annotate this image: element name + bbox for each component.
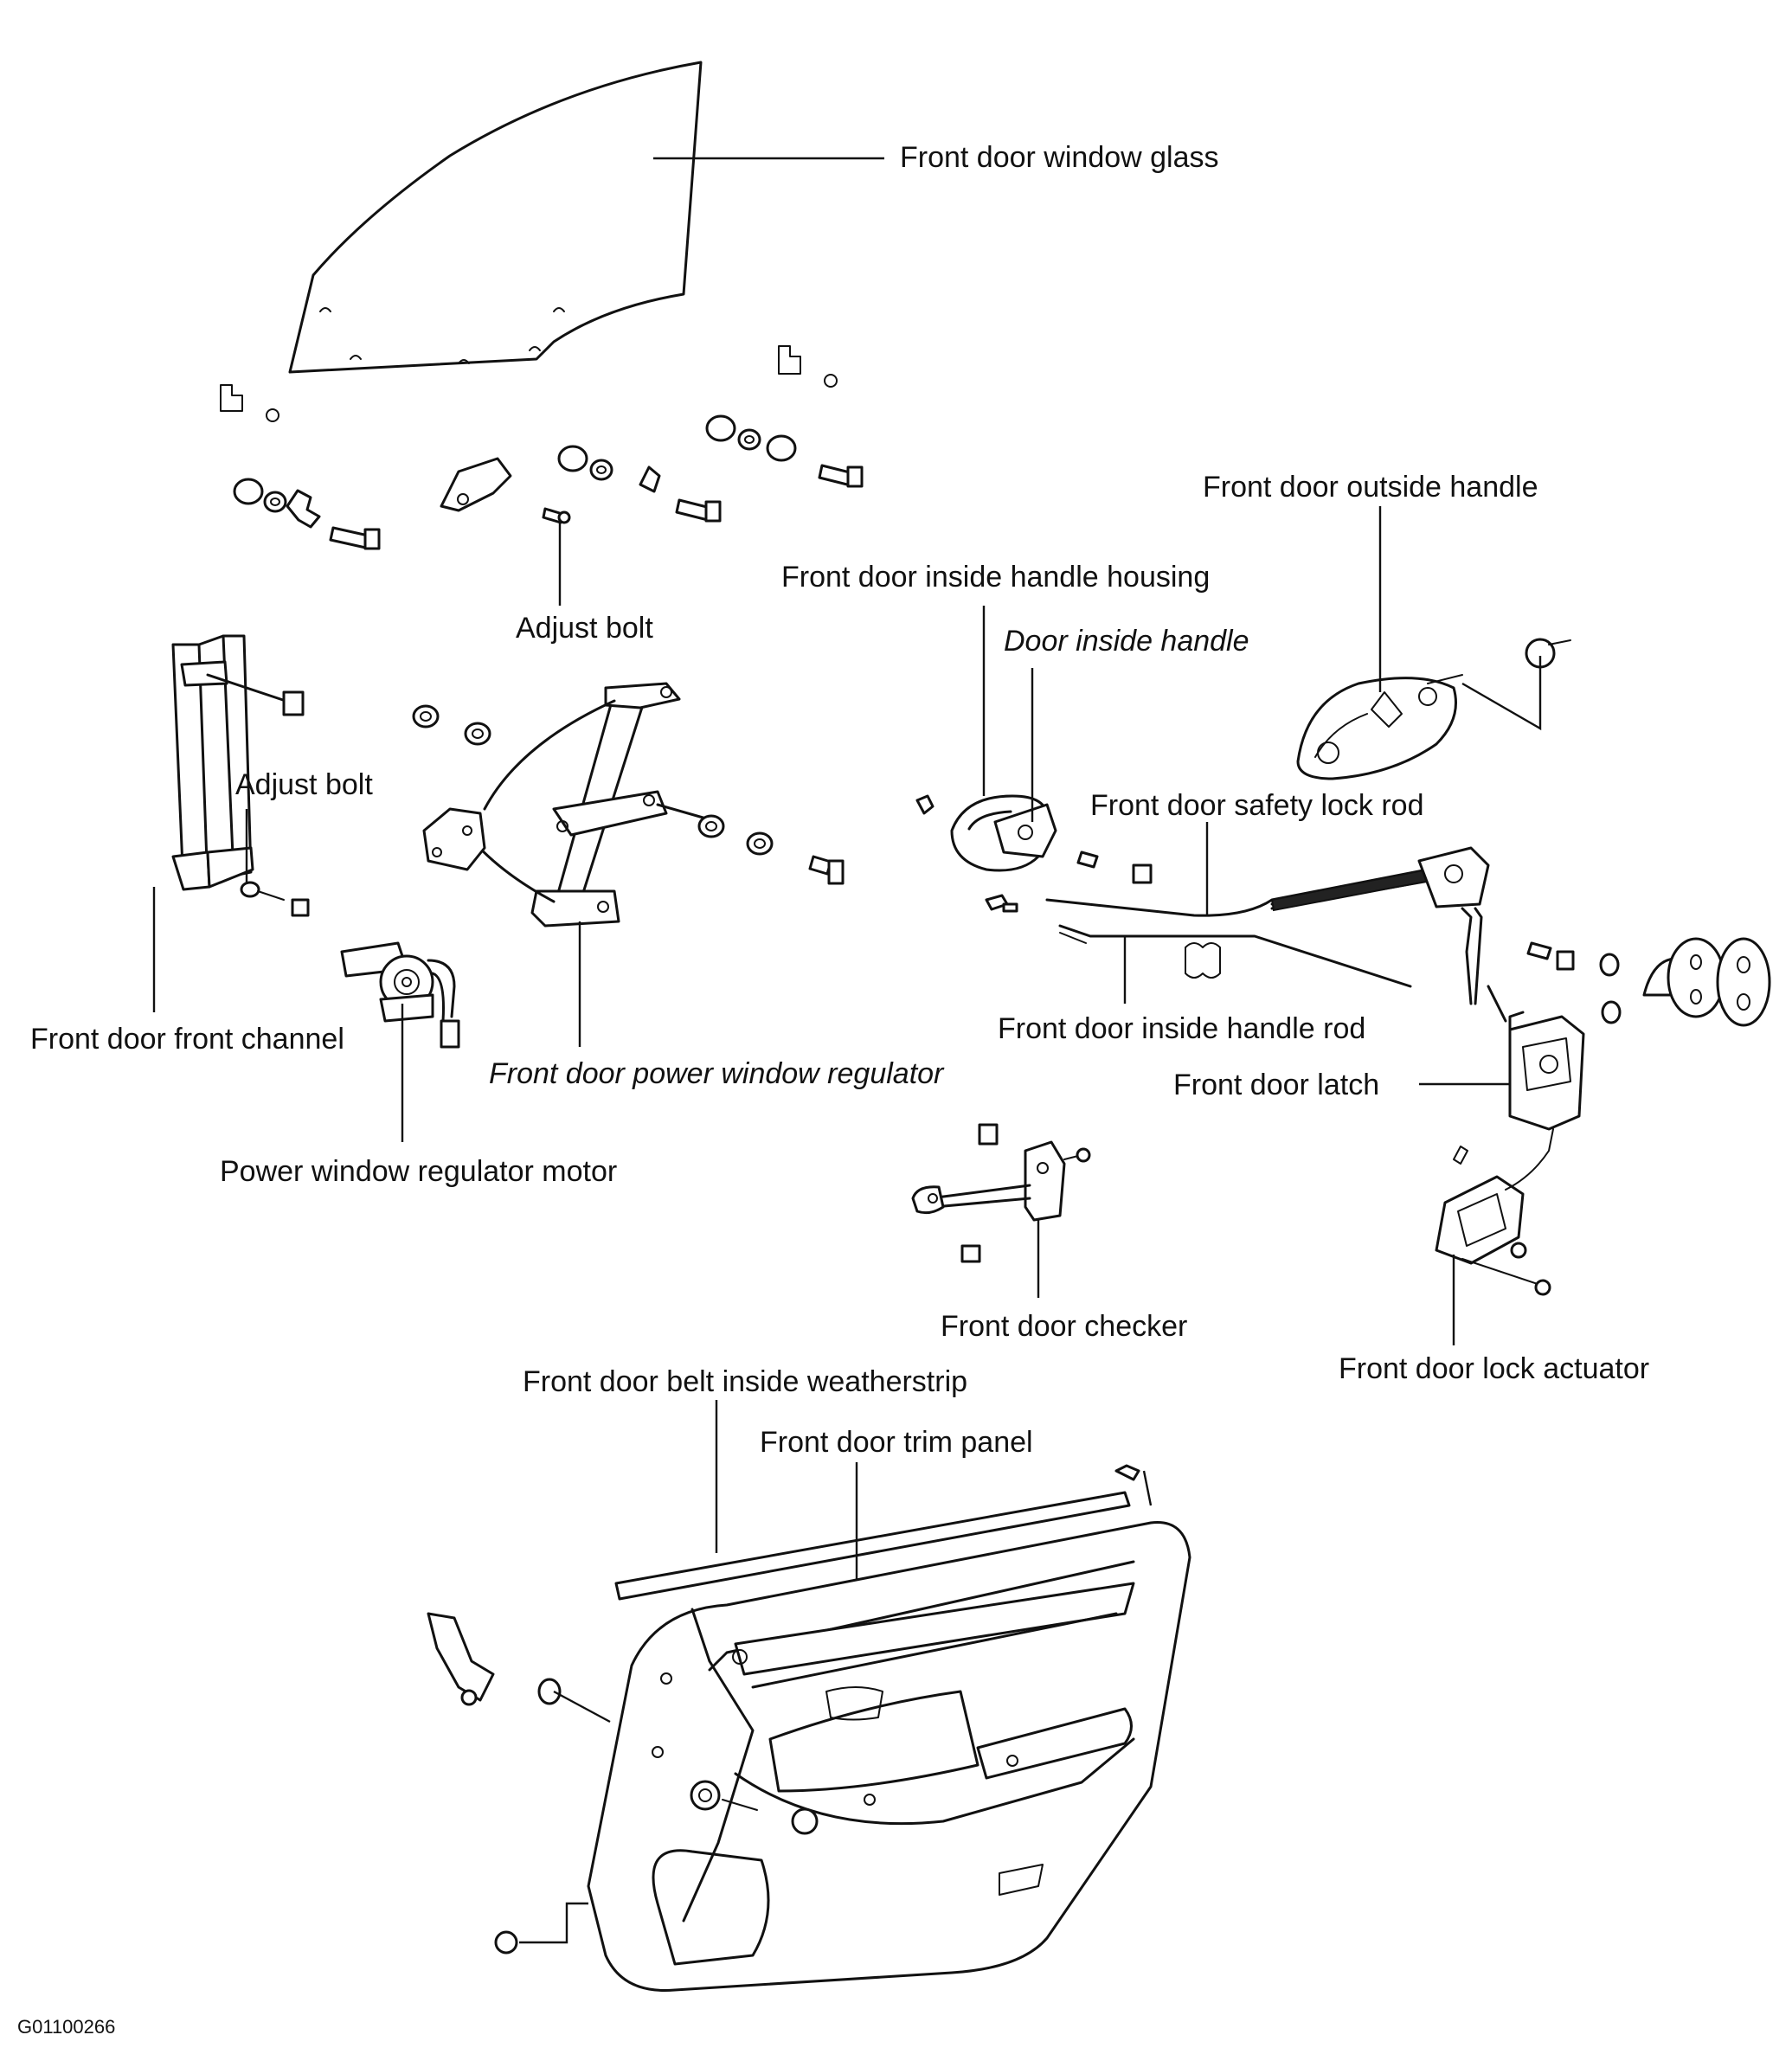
label-front-door-window-glass: Front door window glass <box>900 141 1219 174</box>
front-door-lock-actuator <box>1435 1128 1554 1296</box>
front-door-belt-inside-weatherstrip <box>614 1464 1140 1601</box>
label-front-door-outside-handle: Front door outside handle <box>1203 471 1538 504</box>
front-door-safety-lock-rod <box>1045 868 1431 917</box>
front-door-outside-handle <box>1296 638 1571 780</box>
label-front-door-inside-handle-rod: Front door inside handle rod <box>998 1012 1366 1045</box>
trim-panel-bracket <box>427 1612 562 1706</box>
label-front-door-latch: Front door latch <box>1173 1069 1380 1101</box>
glass-bracket-left <box>220 384 279 422</box>
trim-panel-clip-bottom <box>494 1930 518 1955</box>
front-door-trim-panel <box>587 1521 1191 1992</box>
label-door-inside-handle: Door inside handle <box>1004 625 1249 658</box>
glass-bracket-right <box>778 345 838 388</box>
door-inside-handle <box>993 803 1153 884</box>
window-glass <box>288 61 703 374</box>
label-front-door-power-window-regulator: Front door power window regulator <box>489 1057 944 1090</box>
front-door-latch <box>1487 985 1585 1131</box>
label-front-door-inside-handle-housing: Front door inside handle housing <box>781 561 1211 594</box>
figure-code: G01100266 <box>17 2016 116 2038</box>
roller-bolt-group-right <box>705 414 864 488</box>
striker-assembly <box>1526 937 1771 1027</box>
adjust-bolt-left-part <box>240 881 310 917</box>
adjust-bolt-bracket-top <box>440 457 571 524</box>
label-front-door-safety-lock-rod: Front door safety lock rod <box>1090 789 1424 822</box>
rod-clips <box>985 894 1221 979</box>
label-adjust-bolt-top: Adjust bolt <box>516 612 653 645</box>
latch-upper-lever <box>1417 846 1490 1005</box>
roller-bolt-group-left <box>233 478 381 550</box>
label-front-door-lock-actuator: Front door lock actuator <box>1339 1352 1650 1385</box>
power-window-regulator-motor <box>340 941 460 1049</box>
trim-panel-screw <box>690 1780 819 1835</box>
label-front-door-checker: Front door checker <box>941 1310 1188 1343</box>
roller-bolt-group-center <box>557 445 722 523</box>
front-door-inside-handle-rod <box>1058 924 1412 988</box>
power-window-regulator <box>422 682 845 928</box>
label-front-door-trim-panel: Front door trim panel <box>760 1426 1033 1459</box>
washers-center <box>412 704 491 746</box>
label-power-window-regulator-motor: Power window regulator motor <box>220 1155 618 1188</box>
label-adjust-bolt-left: Adjust bolt <box>235 768 373 801</box>
label-front-door-belt-inside-weatherstrip: Front door belt inside weatherstrip <box>523 1365 968 1398</box>
leader-lines <box>152 157 1542 1944</box>
front-door-front-channel <box>171 634 305 891</box>
label-front-door-front-channel: Front door front channel <box>30 1023 344 1056</box>
front-door-checker <box>911 1123 1091 1263</box>
